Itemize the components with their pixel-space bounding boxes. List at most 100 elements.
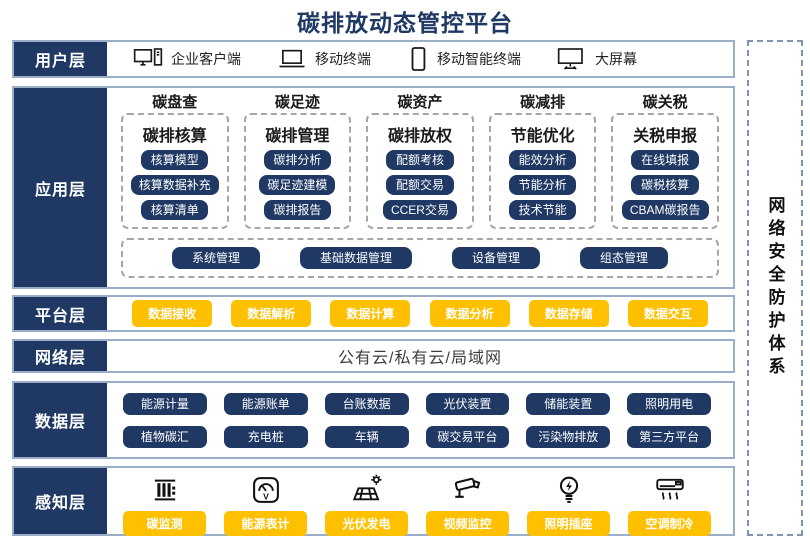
sensor-label: 能源表计 <box>224 511 307 536</box>
layer-label-platform: 平台层 <box>14 297 107 330</box>
layer-label-data: 数据层 <box>14 383 107 457</box>
module-header: 碳盘查 <box>152 94 198 111</box>
platform-chip: 数据交互 <box>627 300 708 327</box>
module-item-chip: 技术节能 <box>508 199 577 220</box>
data-source-chip: 光伏装置 <box>425 392 510 415</box>
module-title: 节能优化 <box>510 127 575 145</box>
module-box: 碳排核算 核算模型 核算数据补充 核算清单 <box>121 113 229 229</box>
module-carbon-reduction: 碳减排 节能优化 能效分析 节能分析 技术节能 <box>488 94 597 229</box>
layer-label-perception: 感知层 <box>14 468 107 534</box>
application-content: 碳盘查 碳排核算 核算模型 核算数据补充 核算清单 碳足迹 碳排管理 碳排分析 … <box>107 88 733 287</box>
perception-sensors: 碳监测 V 能源表计 <box>107 468 733 536</box>
sensor-solar-power: 光伏发电 <box>325 473 408 536</box>
device-label: 大屏幕 <box>595 51 637 67</box>
module-header: 碳足迹 <box>274 94 320 111</box>
layer-row-platform: 平台层 数据接收 数据解析 数据计算 数据分析 数据存储 数据交互 <box>12 295 735 332</box>
page-title: 碳排放动态管控平台 <box>297 10 513 36</box>
sensor-label: 碳监测 <box>123 511 206 536</box>
platform-chip: 数据接收 <box>132 300 213 327</box>
smartphone-icon <box>407 46 429 72</box>
data-source-chip: 碳交易平台 <box>425 425 510 448</box>
common-module-chip: 设备管理 <box>452 246 541 269</box>
device-mobile-terminal: 移动终端 <box>277 47 371 71</box>
security-sidebar-label: 网络安全防护体系 <box>765 196 785 380</box>
module-item-chip: 在线填报 <box>631 150 699 171</box>
device-smart-mobile-terminal: 移动智能终端 <box>407 46 521 72</box>
sensor-lighting-socket: 照明插座 <box>527 473 610 536</box>
sensor-label: 视频监控 <box>426 511 509 536</box>
module-box: 碳排放权 配额考核 配额交易 CCER交易 <box>366 113 474 229</box>
sensor-energy-meter: V 能源表计 <box>224 473 307 536</box>
platform-chip: 数据存储 <box>528 300 609 327</box>
module-item-chip: 碳足迹建模 <box>259 175 336 196</box>
data-sources: 能源计量 能源账单 台账数据 光伏装置 储能装置 照明用电 植物碳汇 充电桩 车… <box>107 383 733 457</box>
module-header: 碳关税 <box>642 94 688 111</box>
data-source-chip: 台账数据 <box>324 392 409 415</box>
layer-label-user: 用户层 <box>14 42 107 76</box>
user-devices: 企业客户端 移动终端 移动智能终端 <box>107 42 733 76</box>
sensor-label: 照明插座 <box>527 511 610 536</box>
module-item-chip: 碳排报告 <box>263 199 332 220</box>
data-source-chip: 储能装置 <box>526 392 611 415</box>
cctv-camera-icon <box>451 473 485 511</box>
module-title: 碳排管理 <box>265 127 330 145</box>
module-item-chip: CCER交易 <box>382 199 457 220</box>
application-modules: 碳盘查 碳排核算 核算模型 核算数据补充 核算清单 碳足迹 碳排管理 碳排分析 … <box>121 94 719 229</box>
common-module-chip: 组态管理 <box>580 246 669 269</box>
module-title: 碳排核算 <box>142 127 207 145</box>
module-item-chip: 碳税核算 <box>631 175 699 196</box>
big-screen-icon <box>557 46 587 72</box>
laptop-icon <box>277 47 307 71</box>
data-source-chip: 照明用电 <box>627 392 711 415</box>
platform-chip: 数据分析 <box>429 300 510 327</box>
module-title: 关税申报 <box>633 127 698 145</box>
layer-label-application: 应用层 <box>14 88 107 287</box>
data-source-chip: 植物碳汇 <box>123 425 207 448</box>
sensor-label: 空调制冷 <box>628 511 711 536</box>
module-item-chip: 核算清单 <box>141 199 209 220</box>
air-conditioner-icon <box>653 473 687 511</box>
module-box: 节能优化 能效分析 节能分析 技术节能 <box>488 113 597 229</box>
module-item-chip: 核算数据补充 <box>130 175 219 196</box>
common-management-box: 系统管理 基础数据管理 设备管理 组态管理 <box>121 237 719 278</box>
module-title: 碳排放权 <box>387 127 452 145</box>
layer-label-network: 网络层 <box>14 341 107 371</box>
layer-row-user: 用户层 企业客户端 移动终端 <box>12 40 735 78</box>
data-source-chip: 第三方平台 <box>627 425 711 448</box>
desktop-pc-icon <box>133 47 163 71</box>
data-source-chip: 充电桩 <box>223 425 308 448</box>
common-module-chip: 基础数据管理 <box>299 246 412 269</box>
module-item-chip: CBAM碳报告 <box>621 199 709 220</box>
module-item-chip: 能效分析 <box>508 150 577 171</box>
device-label: 移动智能终端 <box>437 51 521 67</box>
device-label: 移动终端 <box>315 51 371 67</box>
device-label: 企业客户端 <box>171 51 241 67</box>
device-enterprise-client: 企业客户端 <box>133 47 241 71</box>
data-source-chip: 污染物排放 <box>526 425 611 448</box>
module-item-chip: 配额考核 <box>386 150 454 171</box>
module-item-chip: 核算模型 <box>141 150 209 171</box>
module-carbon-tariff: 碳关税 关税申报 在线填报 碳税核算 CBAM碳报告 <box>611 94 719 229</box>
module-carbon-footprint: 碳足迹 碳排管理 碳排分析 碳足迹建模 碳排报告 <box>243 94 352 229</box>
layer-row-application: 应用层 碳盘查 碳排核算 核算模型 核算数据补充 核算清单 碳足迹 碳排管理 <box>12 86 735 289</box>
sensor-video-surveillance: 视频监控 <box>426 473 509 536</box>
module-header: 碳减排 <box>520 94 566 111</box>
module-box: 关税申报 在线填报 碳税核算 CBAM碳报告 <box>611 113 719 229</box>
module-header: 碳资产 <box>397 94 443 111</box>
layer-row-perception: 感知层 碳监测 <box>12 466 735 536</box>
energy-meter-icon: V <box>249 473 283 511</box>
svg-text:V: V <box>263 491 269 501</box>
carbon-monitor-icon <box>148 473 182 511</box>
platform-content: 数据接收 数据解析 数据计算 数据分析 数据存储 数据交互 <box>107 297 733 330</box>
data-source-chip: 能源账单 <box>223 392 308 415</box>
sensor-air-conditioning: 空调制冷 <box>628 473 711 536</box>
layer-row-data: 数据层 能源计量 能源账单 台账数据 光伏装置 储能装置 照明用电 植物碳汇 充… <box>12 381 735 459</box>
sensor-label: 光伏发电 <box>325 511 408 536</box>
security-sidebar: 网络安全防护体系 <box>747 40 803 536</box>
layer-row-network: 网络层 公有云/私有云/局域网 <box>12 339 735 373</box>
device-big-screen: 大屏幕 <box>557 46 637 72</box>
network-text: 公有云/私有云/局域网 <box>338 350 502 367</box>
data-source-chip: 车辆 <box>324 425 409 448</box>
module-box: 碳排管理 碳排分析 碳足迹建模 碳排报告 <box>243 113 352 229</box>
